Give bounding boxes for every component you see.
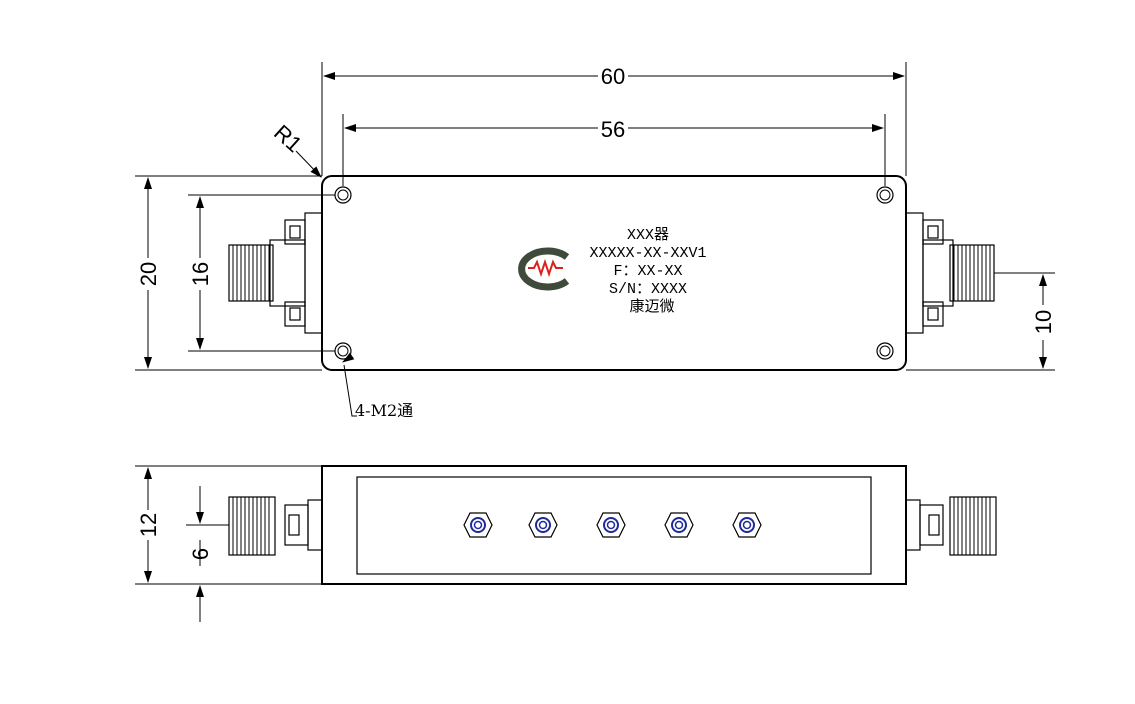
dim-20-label: 20: [136, 262, 161, 286]
label-line-1: XXX器: [627, 227, 669, 244]
tuning-screw: [596, 512, 626, 538]
product-label: XXX器 XXXXX-XX-XXV1 F：XX-XX S/N：XXXX 康迈微: [589, 227, 706, 316]
logo-text: MW: [544, 272, 546, 274]
holes-note: 4-M2通: [355, 401, 413, 420]
label-line-5: 康迈微: [629, 298, 674, 316]
dim-6-label: 6: [188, 548, 213, 560]
tuning-screw: [664, 512, 694, 538]
side-body-inner: [356, 476, 872, 575]
right-connector-top: [905, 212, 995, 334]
dim-r1-label: R1: [269, 120, 307, 157]
mounting-hole: [876, 186, 894, 204]
label-line-4: S/N：XXXX: [609, 281, 687, 298]
dimension-hole-length: 56: [342, 114, 886, 186]
left-connector-top: [228, 212, 323, 334]
dimension-connector-offset: 10: [906, 272, 1056, 371]
right-connector-side: [905, 496, 997, 556]
dim-10-label: 10: [1031, 310, 1056, 334]
dimension-side-connector-offset: 6: [186, 486, 229, 622]
dimension-overall-height: 20: [135, 175, 322, 371]
dim-60-label: 60: [601, 64, 625, 89]
mounting-hole: [334, 342, 352, 360]
dimension-corner-radius: R1: [269, 120, 322, 178]
dim-12-label: 12: [136, 513, 161, 537]
tuning-screw: [528, 512, 558, 538]
label-line-2: XXXXX-XX-XXV1: [589, 245, 706, 262]
dimension-hole-height: 16: [188, 194, 335, 352]
label-line-3: F：XX-XX: [613, 263, 682, 280]
holes-callout: 4-M2通: [342, 352, 413, 420]
dimension-side-height: 12: [135, 465, 322, 585]
mounting-hole: [876, 342, 894, 360]
tuning-screw: [463, 512, 493, 538]
mounting-hole: [334, 186, 352, 204]
dim-56-label: 56: [601, 117, 625, 142]
side-view: 12 6: [135, 465, 997, 622]
dim-16-label: 16: [188, 262, 213, 286]
top-view: XXX器 XXXXX-XX-XXV1 F：XX-XX S/N：XXXX 康迈微 …: [135, 62, 1056, 420]
left-connector-side: [228, 496, 323, 556]
tuning-screw: [732, 512, 762, 538]
dimension-overall-length: 60: [321, 62, 907, 176]
company-logo: MW: [518, 247, 570, 291]
